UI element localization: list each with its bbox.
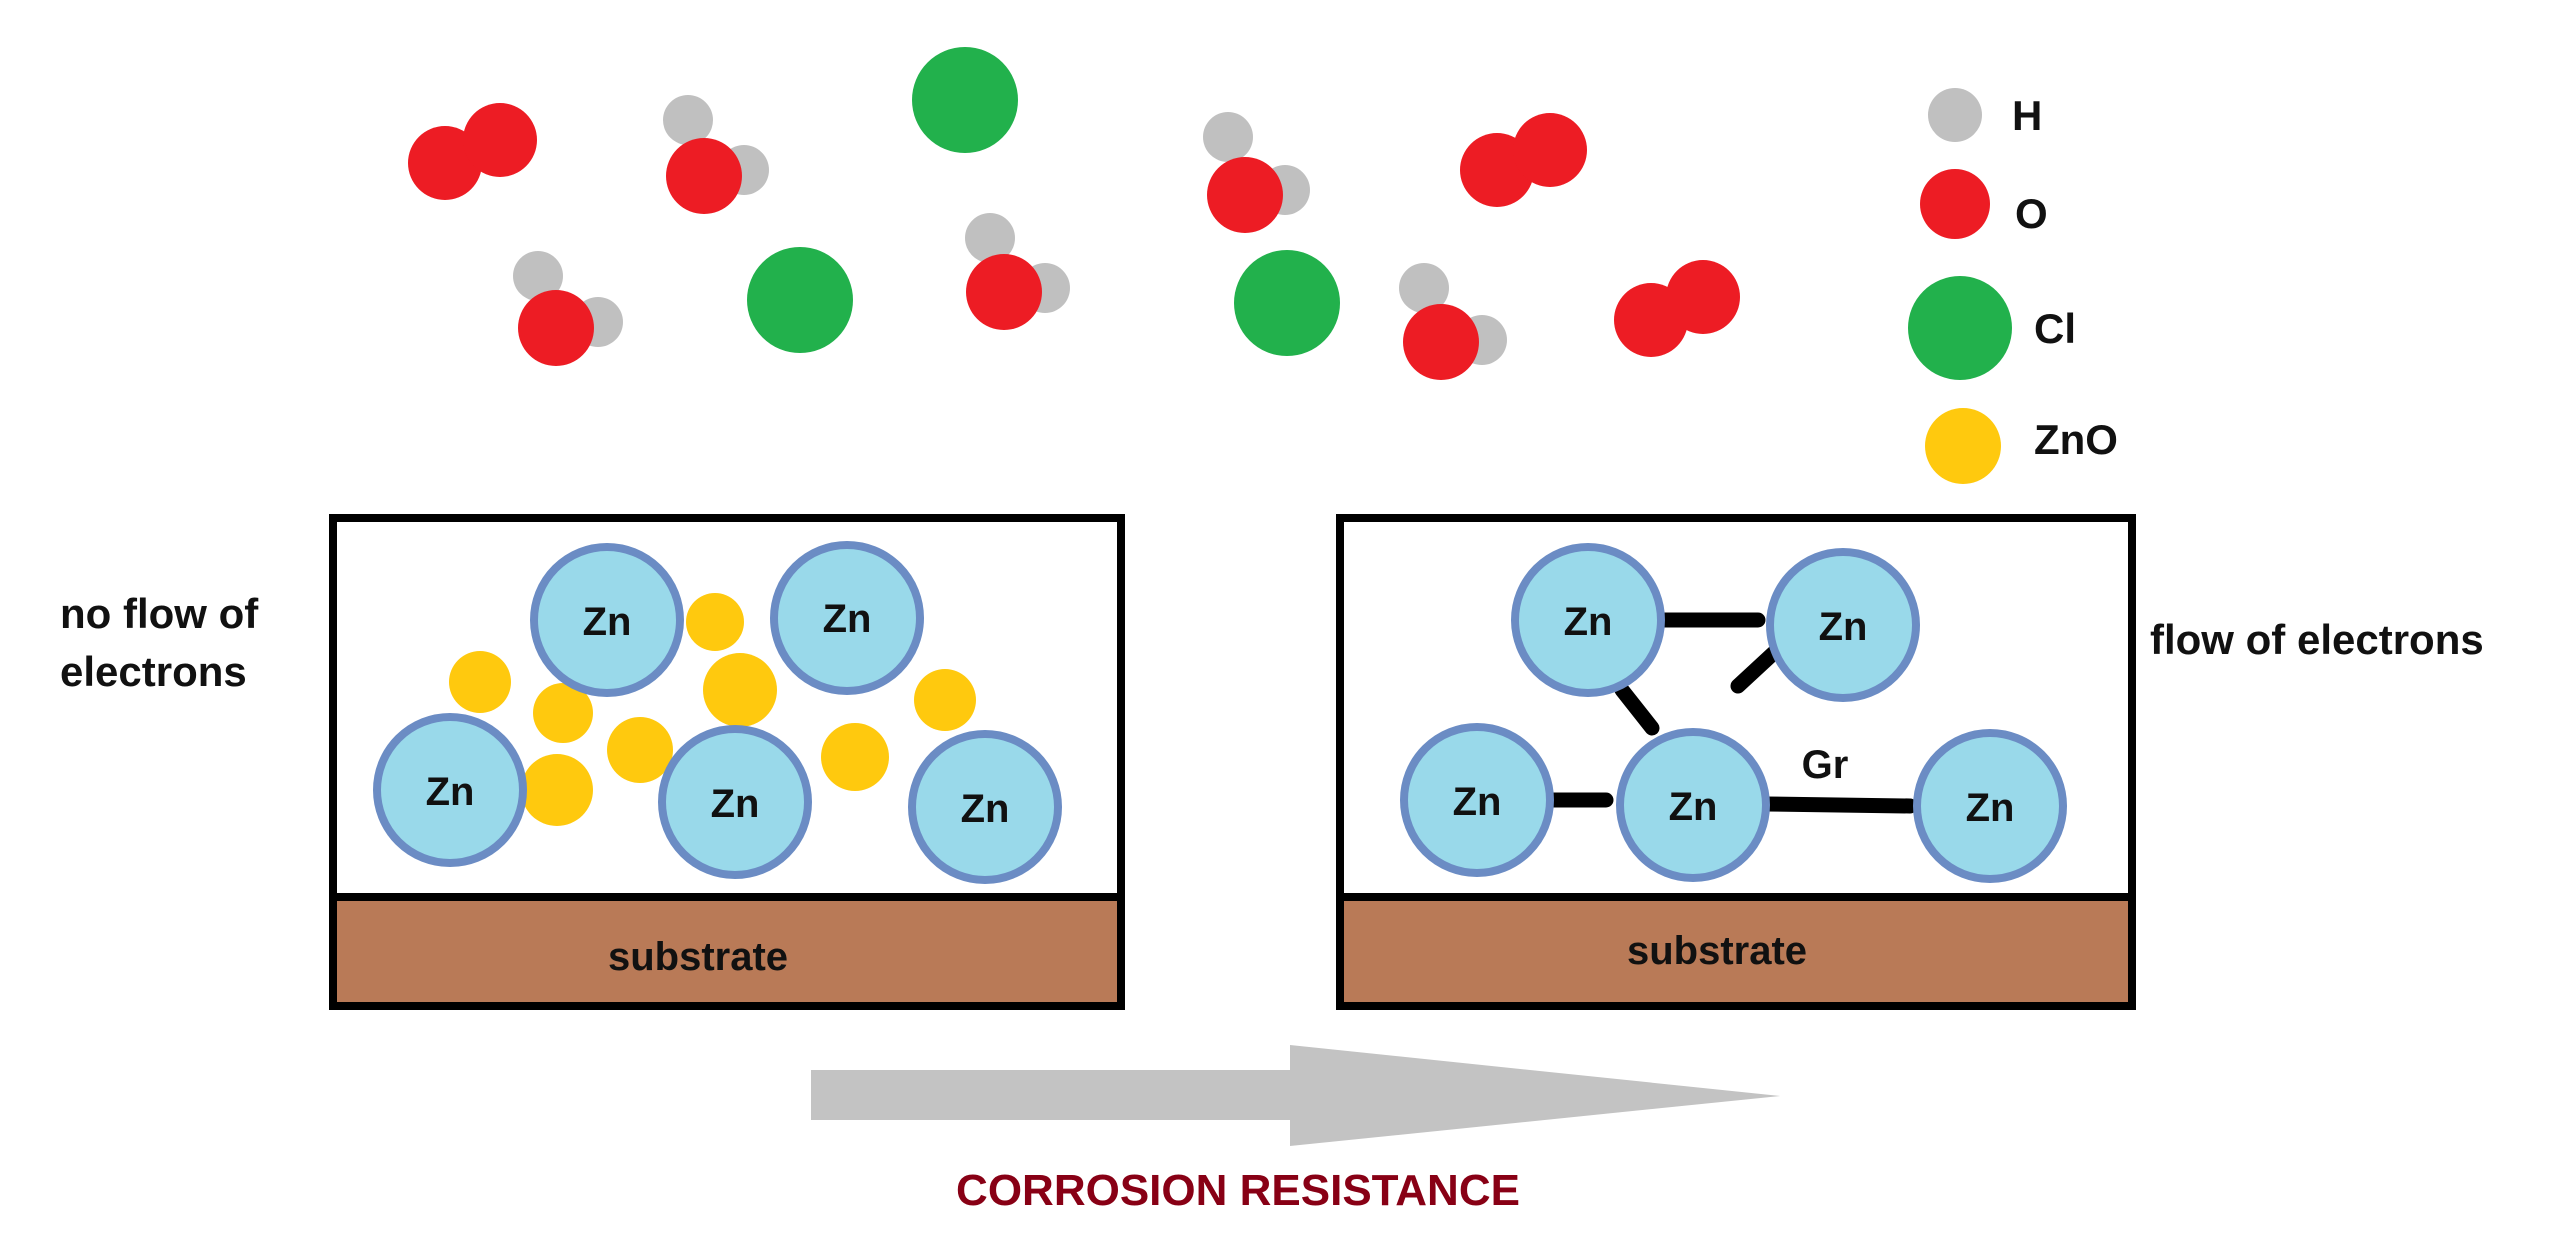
left-substrate [329, 893, 1125, 1010]
zno-swatch [1925, 408, 2001, 484]
h2o-molecule [513, 251, 623, 366]
h2o-molecule [1399, 263, 1507, 380]
molecules-layer [408, 47, 1740, 380]
zn-particle: Zn [530, 543, 684, 697]
left-side-label-line2: electrons [60, 648, 247, 695]
zn-label: Zn [711, 782, 760, 826]
zn-particle: Zn [1511, 543, 1665, 697]
o2-molecule [408, 103, 537, 200]
legend-label-o: O [2015, 190, 2048, 237]
oxygen-swatch [1920, 169, 1990, 239]
zn-particle: Zn [908, 730, 1062, 884]
right-substrate-label: substrate [1627, 929, 1807, 973]
zn-label: Zn [1669, 785, 1718, 829]
legend-label-h: H [2012, 92, 2042, 139]
o2-molecule [1614, 260, 1740, 357]
zn-label: Zn [961, 787, 1010, 831]
right-substrate [1336, 893, 2136, 1010]
zno-particle [821, 723, 889, 791]
graphene-link [1614, 682, 1660, 736]
graphene-link [1758, 796, 1918, 814]
zno-particle [449, 651, 511, 713]
graphene-label: Gr [1802, 743, 1849, 787]
o2-molecule [1460, 113, 1587, 207]
left-substrate-label: substrate [608, 935, 788, 979]
zn-particle: Zn [1913, 729, 2067, 883]
right-panel: flow of electrons substrate Gr Zn Zn Zn [1336, 514, 2484, 1010]
left-side-label-line1: no flow of [60, 590, 259, 637]
zn-particle: Zn [1400, 723, 1554, 877]
chlorine-swatch [1908, 276, 2012, 380]
cl-atom [912, 47, 1018, 153]
zn-particle: Zn [1616, 728, 1770, 882]
cl-atom [747, 247, 853, 353]
h2o-molecule [1203, 112, 1310, 233]
legend-label-cl: Cl [2034, 305, 2076, 352]
zn-label: Zn [1966, 786, 2015, 830]
zno-particle [686, 593, 744, 651]
zn-particle: Zn [1766, 548, 1920, 702]
zno-particle [533, 683, 593, 743]
zno-particle [703, 653, 777, 727]
legend-item-cl: Cl [1908, 276, 2076, 380]
zno-particle [914, 669, 976, 731]
zn-particle: Zn [658, 725, 812, 879]
zn-label: Zn [1819, 605, 1868, 649]
zn-label: Zn [1564, 600, 1613, 644]
zno-particles [449, 593, 976, 826]
legend-item-o: O [1920, 169, 2048, 239]
left-panel: no flow of electrons substrate Zn Zn Zn [60, 514, 1125, 1010]
right-side-label: flow of electrons [2150, 616, 2484, 663]
legend-label-zno: ZnO [2034, 416, 2118, 463]
legend-item-h: H [1928, 88, 2042, 142]
legend: H O Cl ZnO [1908, 88, 2118, 484]
h2o-molecule [965, 213, 1070, 330]
zn-label: Zn [426, 770, 475, 814]
arrow-shape [811, 1045, 1780, 1146]
cl-atom [1234, 250, 1340, 356]
zn-particle: Zn [373, 713, 527, 867]
arrow-caption: CORROSION RESISTANCE [956, 1166, 1520, 1215]
corrosion-resistance-arrow: CORROSION RESISTANCE [811, 1045, 1780, 1215]
hydrogen-swatch [1928, 88, 1982, 142]
zn-particle: Zn [770, 541, 924, 695]
zn-label: Zn [583, 600, 632, 644]
zno-particle [607, 717, 673, 783]
zn-label: Zn [823, 597, 872, 641]
zn-label: Zn [1453, 780, 1502, 824]
h2o-molecule [663, 95, 769, 214]
legend-item-zno: ZnO [1925, 408, 2118, 484]
zno-particle [521, 754, 593, 826]
